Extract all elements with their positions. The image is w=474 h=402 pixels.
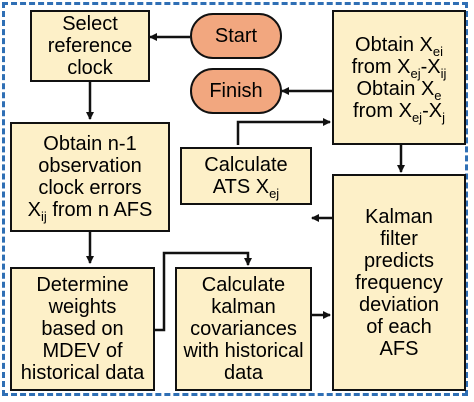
ats-line-2: ATS Xej (204, 176, 287, 201)
xei-line-3: Obtain Xe (352, 77, 447, 103)
kalman-line-5: deviation (358, 293, 440, 316)
xei-l3-text: Obtain X (356, 77, 435, 100)
xei-l1-text: Obtain X (355, 33, 433, 56)
determine-weights-box: Determine weights based on MDEV of histo… (10, 267, 155, 391)
select-line-2: reference (47, 35, 133, 57)
weights-line-2: weights (48, 296, 117, 318)
xei-line-4: from Xej-Xj (352, 99, 447, 125)
xei-line-2: from Xej-Xij (351, 55, 447, 81)
cov-line-2: kalman (211, 296, 276, 318)
xei-l4-text: from X (353, 99, 412, 122)
kalman-line-1: Kalman (365, 205, 433, 228)
obtain-xei-box: Obtain Xei from Xej-Xij Obtain Xe from X… (332, 10, 466, 145)
kalman-line-7: AFS (379, 337, 419, 360)
xei-l4-mid: -X (422, 99, 443, 122)
xei-l3-sub: e (434, 87, 442, 103)
obtain-errors-tail: from n AFS (46, 199, 153, 221)
obtain-errors-line-1: Obtain n-1 (43, 133, 137, 155)
finish-terminal: Finish (190, 68, 282, 114)
ats-line-1: Calculate (204, 154, 288, 176)
cov-line-4: with historical (183, 340, 304, 362)
x-var: X (27, 199, 41, 221)
ats-sub-ej: ej (269, 186, 280, 201)
arrow-weights-to-covariances (155, 251, 252, 332)
arrow-ats-to-obtain-xei (236, 118, 331, 145)
xei-l2-sub1: ej (410, 65, 421, 81)
calc-ats-box: Calculate ATS Xej (180, 147, 312, 205)
cov-line-1: Calculate (201, 274, 286, 296)
kalman-line-4: frequency (355, 271, 443, 294)
xei-line-1: Obtain Xei (352, 33, 447, 59)
cov-line-3: covariances (190, 318, 297, 340)
xei-l4-sub2: j (442, 109, 445, 125)
weights-line-4: MDEV of (42, 340, 123, 362)
cov-line-5: data (224, 362, 263, 384)
dashed-border (2, 2, 468, 396)
weights-line-5: historical data (20, 362, 145, 384)
kalman-line-2: filter (380, 227, 418, 250)
obtain-errors-line-4: Xij from n AFS (27, 199, 153, 224)
select-reference-box: Select reference clock (30, 10, 150, 82)
kalman-predict-box: Kalman filter predicts frequency deviati… (332, 174, 466, 391)
xei-l2-text: from X (351, 55, 411, 78)
weights-line-1: Determine (36, 274, 129, 296)
start-terminal: Start (190, 13, 282, 59)
kalman-line-3: predicts (363, 249, 435, 272)
kalman-line-6: of each (366, 315, 432, 338)
xei-l2-sub2: ij (440, 65, 447, 81)
select-line-1: Select (62, 13, 118, 35)
obtain-errors-line-3: clock errors (38, 177, 142, 199)
finish-label: Finish (209, 79, 263, 102)
x-sub-ij: ij (40, 209, 47, 224)
obtain-errors-line-2: observation (38, 155, 142, 177)
xei-l4-sub1: ej (411, 109, 423, 125)
obtain-errors-box: Obtain n-1 observation clock errors Xij … (10, 122, 170, 232)
select-line-3: clock (67, 57, 113, 79)
ats-var: ATS X (212, 176, 270, 198)
calc-covariances-box: Calculate kalman covariances with histor… (175, 267, 312, 391)
start-label: Start (214, 24, 258, 47)
xei-l1-sub: ei (432, 43, 443, 59)
weights-line-3: based on (41, 318, 124, 340)
xei-l2-mid: -X (420, 55, 441, 78)
